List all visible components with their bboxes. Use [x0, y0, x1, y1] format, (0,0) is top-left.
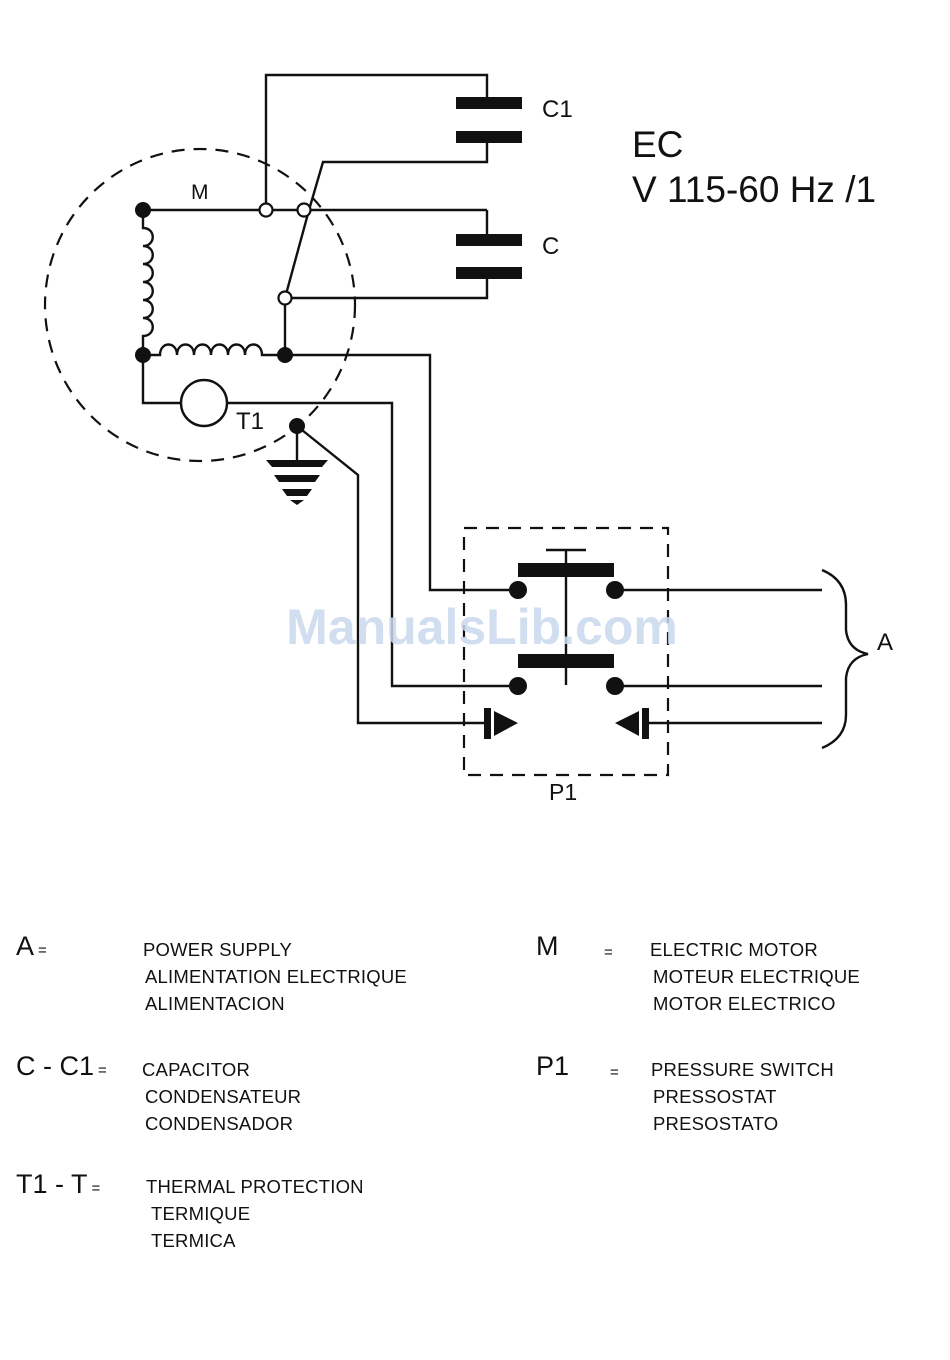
- power-supply-label: A: [877, 629, 893, 656]
- watermark: ManualsLib.com: [286, 599, 678, 655]
- terminal-dot: [135, 347, 151, 363]
- pressure-switch-label: P1: [549, 779, 577, 805]
- motor-label: M: [191, 181, 209, 204]
- capacitor-c1-symbol: [266, 75, 522, 298]
- start-winding-coil: [143, 212, 153, 355]
- capacitor-c-label: C: [542, 233, 559, 260]
- diagram-title: EC: [632, 124, 683, 165]
- ground-symbol: [266, 426, 484, 723]
- capacitor-c1-label: C1: [542, 96, 573, 123]
- run-winding-coil: [143, 345, 285, 356]
- terminal-dot: [277, 347, 293, 363]
- terminal-dot: [135, 202, 151, 218]
- thermal-label: T1: [236, 408, 264, 435]
- terminal-dot: [289, 418, 305, 434]
- terminal-open-dot: [260, 204, 273, 217]
- terminal-open-dot: [279, 292, 292, 305]
- diagram-subtitle: V 115-60 Hz /1: [632, 169, 876, 210]
- terminal-open-dot: [298, 204, 311, 217]
- power-supply-brace: [822, 570, 868, 748]
